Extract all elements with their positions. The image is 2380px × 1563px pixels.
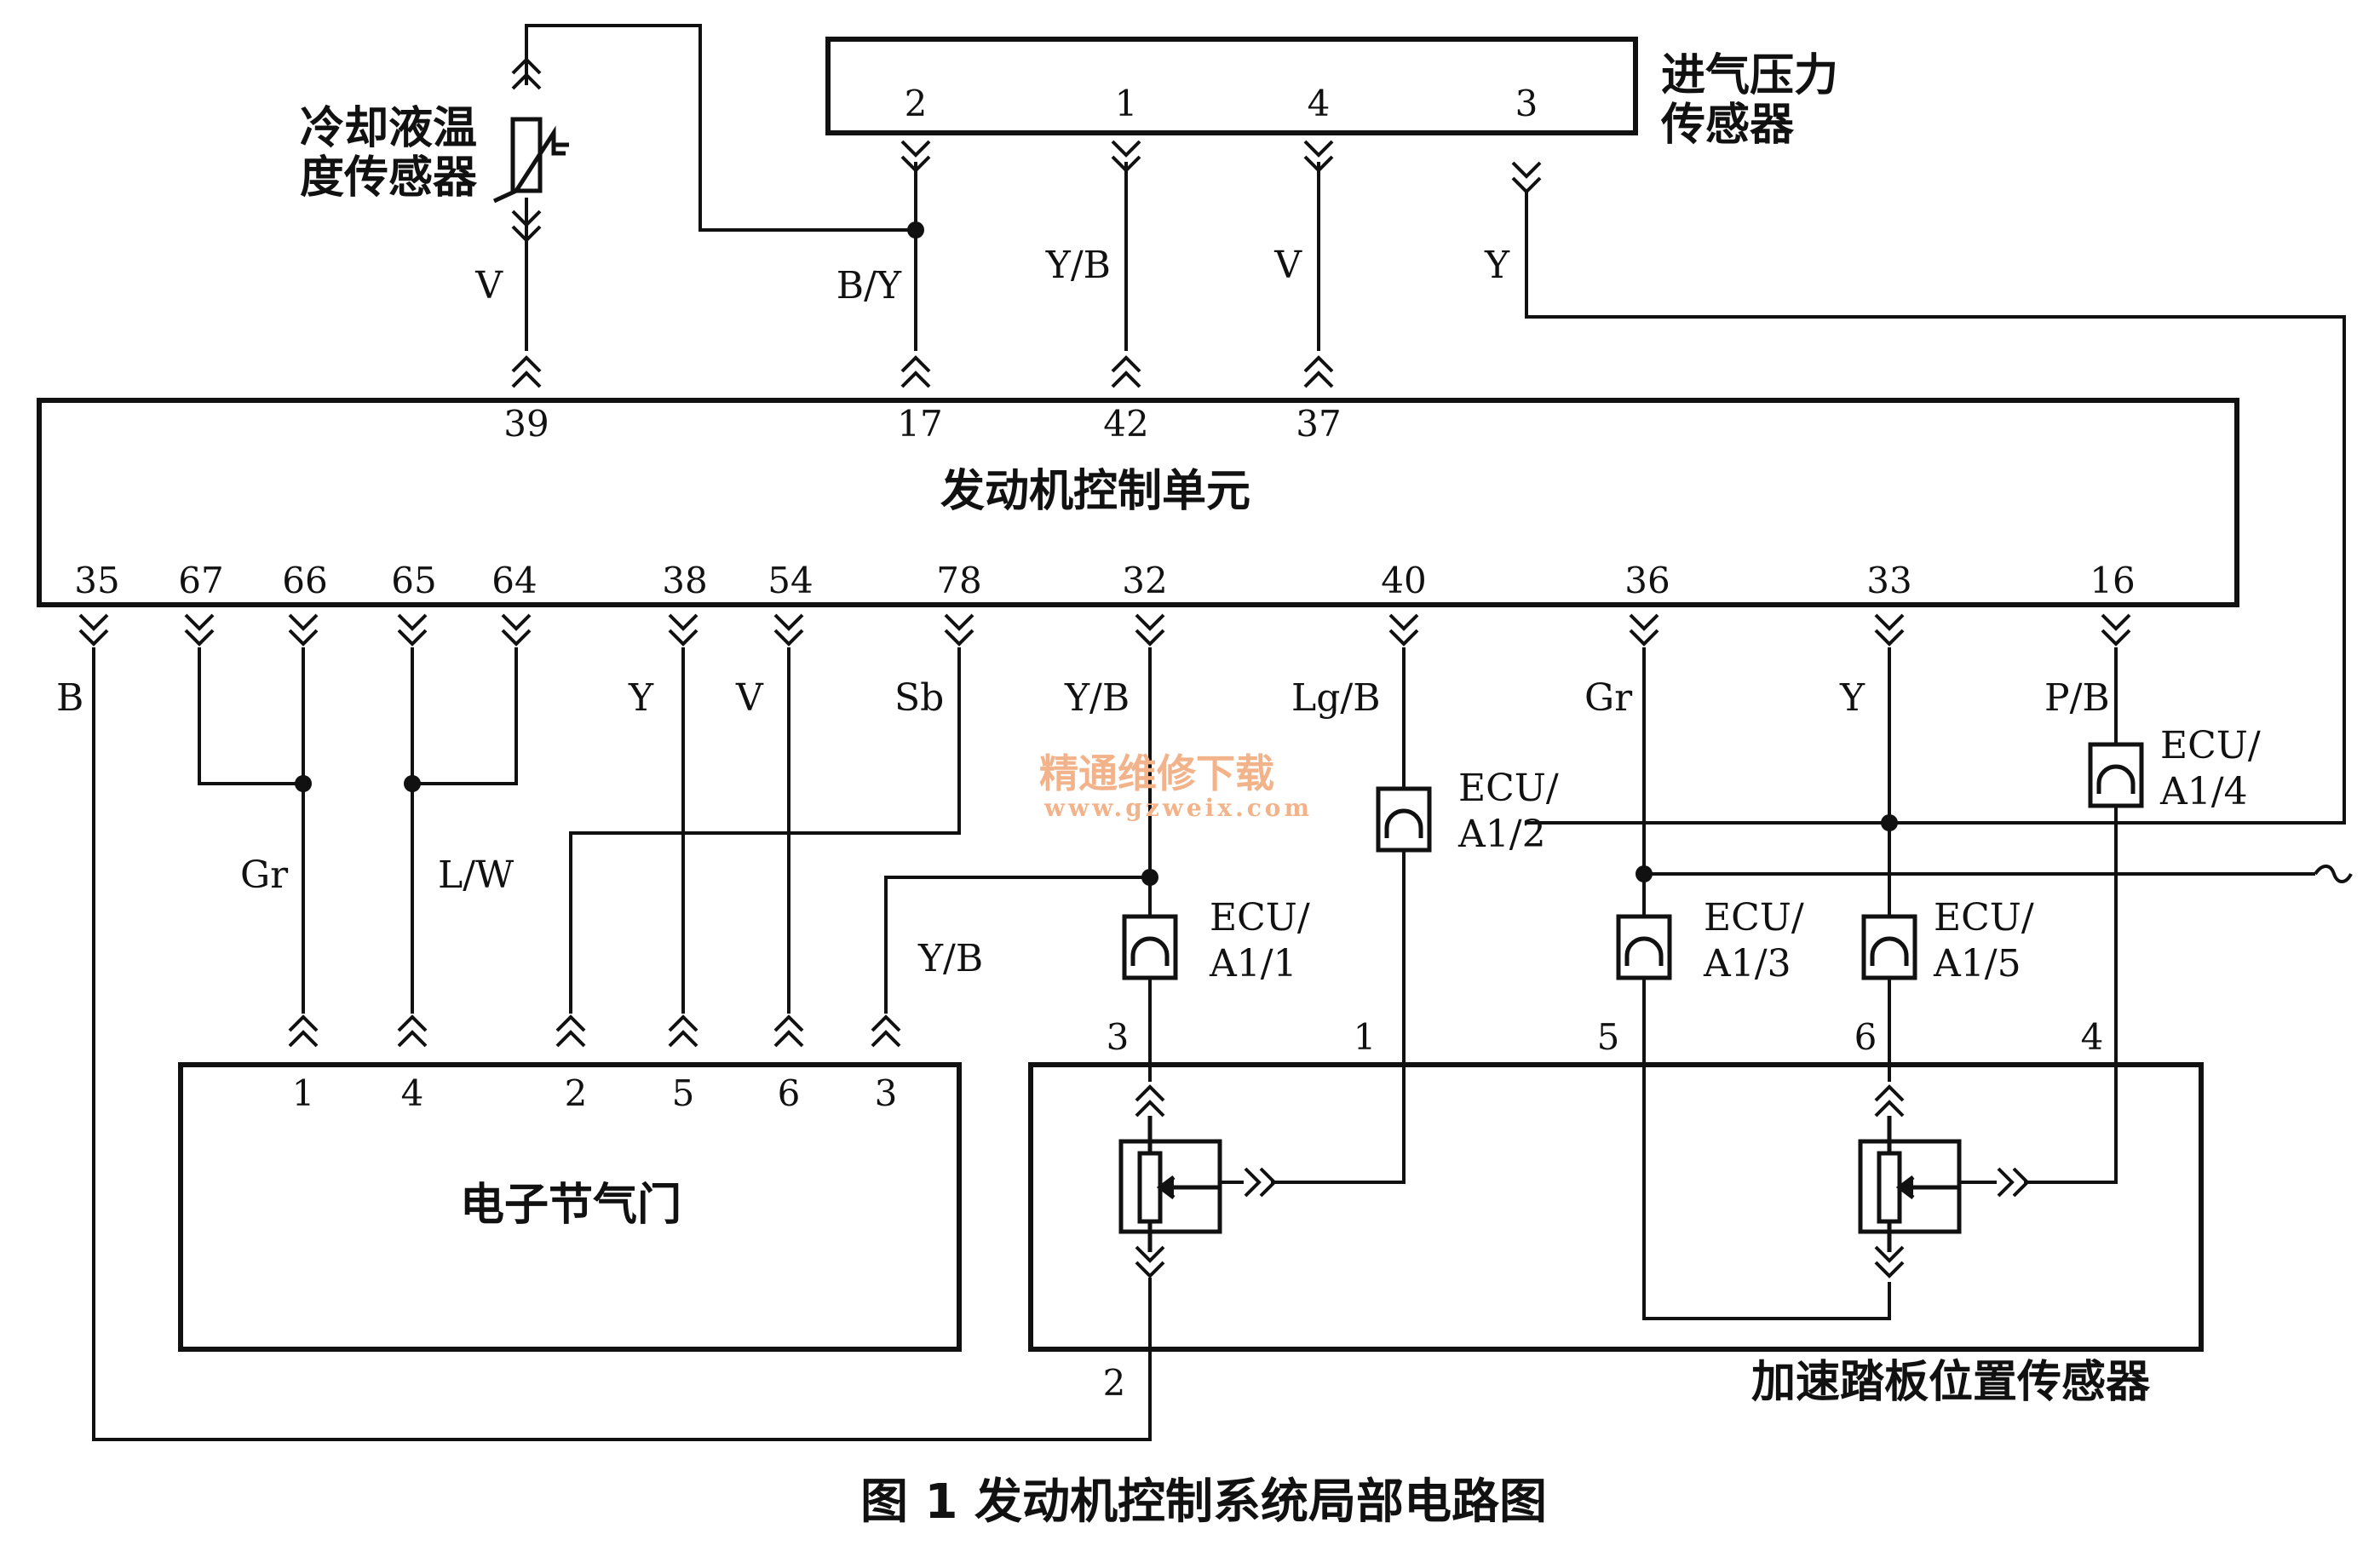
wire-label-y-33: Y xyxy=(1839,676,1865,720)
coolant-sensor-label-2: 度传感器 xyxy=(300,152,478,204)
map-pin-2: 2 xyxy=(905,83,928,124)
ecu-a1-3-label-1: ECU/ xyxy=(1704,896,1804,940)
ecm-pin-40: 40 xyxy=(1381,560,1426,601)
ecm-pin-67: 67 xyxy=(178,560,223,601)
map-sensor-box xyxy=(825,37,1638,135)
map-pin-3: 3 xyxy=(1515,83,1538,124)
wire-label-v-54: V xyxy=(735,676,764,720)
wire-label-p-b: P/B xyxy=(2044,676,2110,720)
ecu-a1-5-label-2: A1/5 xyxy=(1933,942,2021,985)
wire-label-gr-throttle: Gr xyxy=(240,853,289,897)
pedal-potentiometer-1-icon xyxy=(1118,1116,1222,1252)
ecm-pin-37: 37 xyxy=(1296,403,1341,445)
pedal-pin-4: 4 xyxy=(2081,1016,2104,1058)
map-sensor-label-1: 进气压力 xyxy=(1661,50,1838,101)
wire-label-y-38: Y xyxy=(628,676,654,720)
wire-label-v-top: V xyxy=(1273,244,1302,287)
ecu-a1-2-label-1: ECU/ xyxy=(1458,767,1559,810)
ecu-a1-5-label-1: ECU/ xyxy=(1934,896,2034,940)
throttle-pin-5: 5 xyxy=(672,1072,695,1114)
throttle-pin-2: 2 xyxy=(565,1072,588,1114)
throttle-pin-6: 6 xyxy=(778,1072,801,1114)
wire-label-sb: Sb xyxy=(894,676,944,720)
ecu-a1-2-label-2: A1/2 xyxy=(1457,813,1546,856)
ecm-pin-42: 42 xyxy=(1103,403,1148,445)
pedal-sensor-box xyxy=(1028,1062,2204,1352)
ecm-box xyxy=(37,398,2239,607)
pedal-sensor-label: 加速踏板位置传感器 xyxy=(1751,1357,2151,1408)
wire-label-b-y: B/Y xyxy=(836,264,902,307)
ecm-pin-35: 35 xyxy=(74,560,119,601)
ecu-a1-1-label-1: ECU/ xyxy=(1210,896,1310,940)
wire-label-gr-36: Gr xyxy=(1584,676,1633,720)
throttle-box xyxy=(178,1062,962,1352)
figure-caption: 图 1 发动机控制系统局部电路图 xyxy=(860,1474,1547,1530)
throttle-pin-3: 3 xyxy=(875,1072,898,1114)
wires xyxy=(92,24,2353,1441)
throttle-label: 电子节气门 xyxy=(460,1180,681,1231)
pedal-pin-2: 2 xyxy=(1103,1362,1126,1404)
pedal-potentiometer-2-icon xyxy=(1858,1116,1962,1252)
pedal-pin-6: 6 xyxy=(1854,1016,1877,1058)
pedal-pin-5: 5 xyxy=(1597,1016,1620,1058)
coolant-sensor-label-1: 冷却液温 xyxy=(300,103,477,154)
wire-label-y-b-32: Y/B xyxy=(1064,676,1130,720)
ecu-a1-5-splice-icon xyxy=(1864,917,1915,978)
ecm-pin-65: 65 xyxy=(391,560,436,601)
ecm-pin-39: 39 xyxy=(503,403,549,445)
map-sensor-label-2: 传感器 xyxy=(1660,100,1795,151)
ecu-a1-1-splice-icon xyxy=(1124,917,1176,978)
map-pin-4: 4 xyxy=(1308,83,1331,124)
watermark-url: www.gzweix.com xyxy=(1043,794,1313,822)
ecu-a1-3-splice-icon xyxy=(1618,917,1670,978)
wire-label-y-top: Y xyxy=(1484,244,1510,287)
wire-label-l-w: L/W xyxy=(438,853,515,897)
ecm-pin-33: 33 xyxy=(1866,560,1911,601)
watermark-text: 精通维修下载 xyxy=(1039,750,1274,796)
ecm-pin-38: 38 xyxy=(662,560,707,601)
wire-label-y-b-throttle: Y/B xyxy=(917,937,983,980)
ecu-a1-4-label-2: A1/4 xyxy=(2159,770,2248,813)
ecm-pin-54: 54 xyxy=(767,560,813,601)
wire-label-lg-b: Lg/B xyxy=(1291,676,1381,720)
wire-label-y-b-top: Y/B xyxy=(1045,244,1111,287)
throttle-pin-4: 4 xyxy=(401,1072,424,1114)
wire-label-v-coolant: V xyxy=(474,264,503,307)
ecm-pin-16: 16 xyxy=(2090,560,2135,601)
ecm-pin-64: 64 xyxy=(492,560,537,601)
ecm-label: 发动机控制单元 xyxy=(940,466,1250,517)
pedal-pin-3: 3 xyxy=(1107,1016,1130,1058)
ecm-pin-17: 17 xyxy=(897,403,942,445)
connectors xyxy=(78,58,2131,1278)
map-pin-1: 1 xyxy=(1115,83,1138,124)
ecm-pin-78: 78 xyxy=(936,560,981,601)
ecm-pin-36: 36 xyxy=(1624,560,1670,601)
throttle-pin-1: 1 xyxy=(292,1072,315,1114)
ecu-a1-1-label-2: A1/1 xyxy=(1209,942,1297,985)
ecu-a1-4-splice-icon xyxy=(2090,744,2141,806)
pedal-pin-1: 1 xyxy=(1354,1016,1377,1058)
ecu-a1-2-splice-icon xyxy=(1378,789,1429,850)
ecm-pin-32: 32 xyxy=(1122,560,1167,601)
ecu-a1-3-label-2: A1/3 xyxy=(1703,942,1791,985)
splice-dots xyxy=(295,221,1898,886)
ecm-pin-66: 66 xyxy=(282,560,327,601)
ecu-a1-4-label-1: ECU/ xyxy=(2160,724,2261,767)
wire-label-b: B xyxy=(56,676,83,720)
coolant-sensor-thermistor-icon xyxy=(492,117,569,204)
